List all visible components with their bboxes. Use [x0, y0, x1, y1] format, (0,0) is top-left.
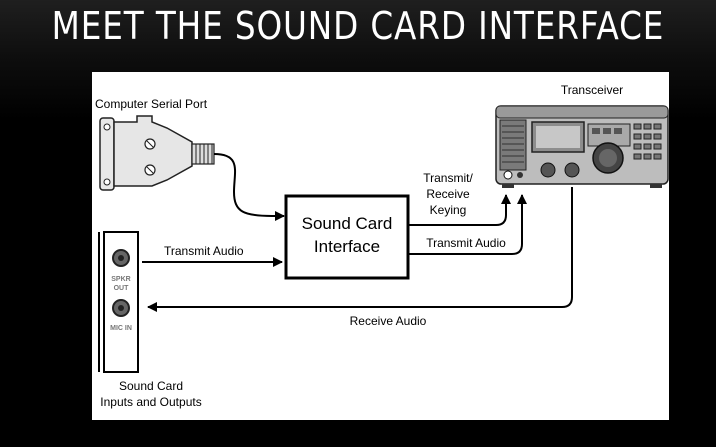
- sound-card-bracket: SPKR OUT MIC IN: [98, 231, 139, 373]
- keying-label-line1: Transmit/: [423, 171, 473, 185]
- receive-audio-label: Receive Audio: [350, 314, 427, 328]
- mic-label: MIC IN: [110, 325, 132, 332]
- transceiver-label: Transceiver: [561, 83, 623, 97]
- keying-arrow: [408, 194, 511, 226]
- receive-audio-arrow: [147, 187, 573, 312]
- keying-label-line2: Receive: [426, 187, 470, 201]
- spkr-label-line2: OUT: [114, 285, 130, 292]
- transceiver-radio: [495, 105, 669, 188]
- keying-label-line3: Keying: [430, 203, 467, 217]
- diagram-svg: Computer Serial Port Sound Card Interfac…: [95, 83, 669, 409]
- soundcard-label-line1: Sound Card: [119, 379, 183, 393]
- soundcard-label-line2: Inputs and Outputs: [100, 395, 201, 409]
- serial-port-connector: [99, 115, 215, 191]
- diagram-panel: Computer Serial Port Sound Card Interfac…: [92, 72, 669, 420]
- computer-port-label: Computer Serial Port: [95, 97, 208, 111]
- spkr-label-line1: SPKR: [111, 276, 130, 283]
- tx-audio-out-label: Transmit Audio: [426, 236, 506, 250]
- slide-title: MEET THE SOUND CARD INTERFACE: [51, 4, 665, 48]
- tx-audio-in-label: Transmit Audio: [164, 244, 244, 258]
- interface-label-line1: Sound Card: [302, 214, 393, 233]
- interface-label-line2: Interface: [314, 237, 380, 256]
- serial-cable-arrow: [213, 153, 285, 221]
- sound-card-interface-box: [284, 194, 410, 280]
- transmit-audio-out-arrow: [408, 194, 527, 255]
